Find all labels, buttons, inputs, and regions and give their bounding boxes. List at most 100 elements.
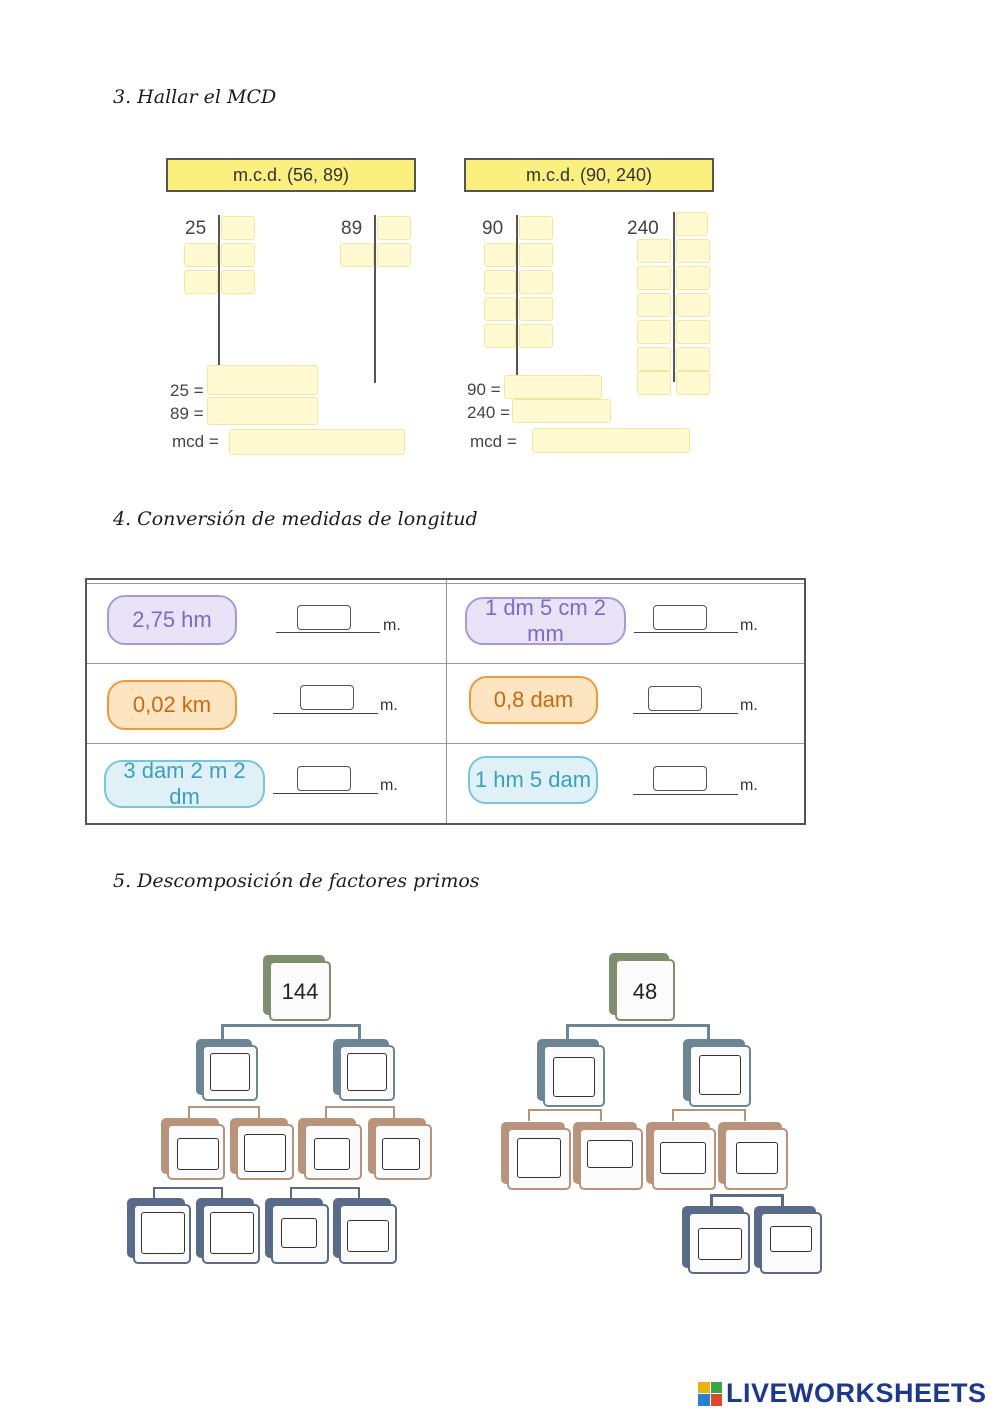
factor-box [718, 1122, 788, 1190]
factor-input[interactable] [141, 1212, 185, 1254]
tree-connector [600, 1109, 602, 1121]
factor-input[interactable] [553, 1057, 595, 1097]
factor-input[interactable] [699, 1055, 741, 1095]
factor-box [646, 1122, 716, 1190]
answer-cell[interactable] [637, 293, 671, 317]
factor-input[interactable] [736, 1142, 778, 1174]
factor-input[interactable] [698, 1228, 742, 1260]
unit-label: m. [740, 697, 758, 714]
factor-input[interactable] [347, 1220, 389, 1252]
factor-input[interactable] [587, 1140, 633, 1168]
measure-pill: 3 dam 2 m 2 dm [104, 758, 265, 809]
tree-connector [358, 1024, 361, 1040]
answer-cell[interactable] [519, 243, 553, 267]
answer-cell[interactable] [637, 347, 671, 371]
number-89: 89 [341, 218, 363, 239]
answer-input[interactable] [648, 686, 702, 711]
answer-cell[interactable] [519, 297, 553, 321]
answer-cell[interactable] [377, 243, 411, 267]
answer-field[interactable] [229, 429, 405, 455]
answer-cell[interactable] [221, 216, 255, 240]
tree-connector [710, 1194, 784, 1197]
unit-label: m. [380, 697, 398, 714]
tree-connector [221, 1024, 361, 1027]
answer-input[interactable] [653, 605, 707, 630]
answer-input[interactable] [300, 685, 354, 710]
answer-cell[interactable] [676, 212, 708, 236]
tree-connector [528, 1109, 602, 1111]
factor-input[interactable] [660, 1142, 706, 1174]
factor-input[interactable] [177, 1138, 219, 1170]
factor-input[interactable] [347, 1053, 387, 1091]
factor-box [501, 1122, 571, 1190]
column-divider [446, 580, 447, 823]
answer-cell[interactable] [637, 371, 671, 395]
equation-label: 90 = [467, 380, 501, 399]
tree-connector [566, 1024, 569, 1040]
answer-cell[interactable] [484, 270, 516, 294]
factor-input[interactable] [770, 1226, 812, 1252]
answer-cell[interactable] [519, 216, 553, 240]
liveworksheets-logo-icon [698, 1381, 722, 1406]
answer-cell[interactable] [637, 266, 671, 290]
answer-field[interactable] [532, 428, 690, 453]
answer-cell[interactable] [637, 239, 671, 263]
number-240: 240 [627, 218, 659, 239]
factor-input[interactable] [244, 1134, 286, 1172]
answer-cell[interactable] [484, 324, 516, 348]
answer-underline [634, 632, 738, 633]
answer-cell[interactable] [519, 324, 553, 348]
tree-root-box: 48 [609, 953, 675, 1021]
answer-cell[interactable] [676, 320, 710, 344]
equation-label: mcd = [172, 432, 219, 451]
answer-cell[interactable] [340, 243, 374, 267]
measure-pill: 0,02 km [107, 680, 237, 730]
answer-field[interactable] [512, 399, 611, 423]
tree-connector [188, 1106, 260, 1108]
answer-cell[interactable] [484, 243, 516, 267]
factor-box [754, 1206, 822, 1274]
factor-input[interactable] [517, 1138, 561, 1178]
answer-cell[interactable] [676, 293, 710, 317]
section-4-heading: 4. Conversión de medidas de longitud [113, 508, 478, 530]
row-divider [87, 743, 804, 744]
answer-cell[interactable] [519, 270, 553, 294]
measure-pill: 1 hm 5 dam [468, 756, 598, 804]
factor-input[interactable] [314, 1138, 350, 1170]
answer-input[interactable] [297, 766, 351, 791]
factor-input[interactable] [210, 1053, 250, 1091]
answer-field[interactable] [207, 397, 318, 425]
factor-box [333, 1039, 395, 1101]
answer-cell[interactable] [637, 320, 671, 344]
factor-box [196, 1198, 260, 1264]
tree-connector [325, 1106, 395, 1108]
answer-cell[interactable] [184, 243, 218, 267]
division-line [218, 215, 220, 383]
answer-cell[interactable] [221, 243, 255, 267]
answer-input[interactable] [297, 605, 351, 630]
answer-cell[interactable] [676, 347, 710, 371]
measure-pill: 0,8 dam [469, 676, 598, 724]
answer-cell[interactable] [676, 371, 710, 395]
answer-input[interactable] [653, 766, 707, 791]
division-line [374, 215, 376, 383]
tree-connector [672, 1109, 674, 1121]
row-divider [87, 663, 804, 664]
factor-box [683, 1039, 751, 1107]
factor-input[interactable] [281, 1218, 317, 1248]
factor-input[interactable] [210, 1212, 254, 1254]
answer-cell[interactable] [377, 216, 411, 240]
answer-field[interactable] [207, 365, 318, 395]
answer-cell[interactable] [676, 266, 710, 290]
answer-field[interactable] [504, 375, 602, 399]
tree-connector [325, 1106, 327, 1118]
answer-cell[interactable] [484, 297, 516, 321]
answer-cell[interactable] [221, 270, 255, 294]
tree-connector [707, 1024, 710, 1040]
unit-label: m. [740, 617, 758, 634]
answer-cell[interactable] [676, 239, 710, 263]
factor-input[interactable] [382, 1138, 420, 1170]
answer-cell[interactable] [184, 270, 218, 294]
factor-box [333, 1198, 397, 1264]
answer-underline [273, 713, 378, 714]
